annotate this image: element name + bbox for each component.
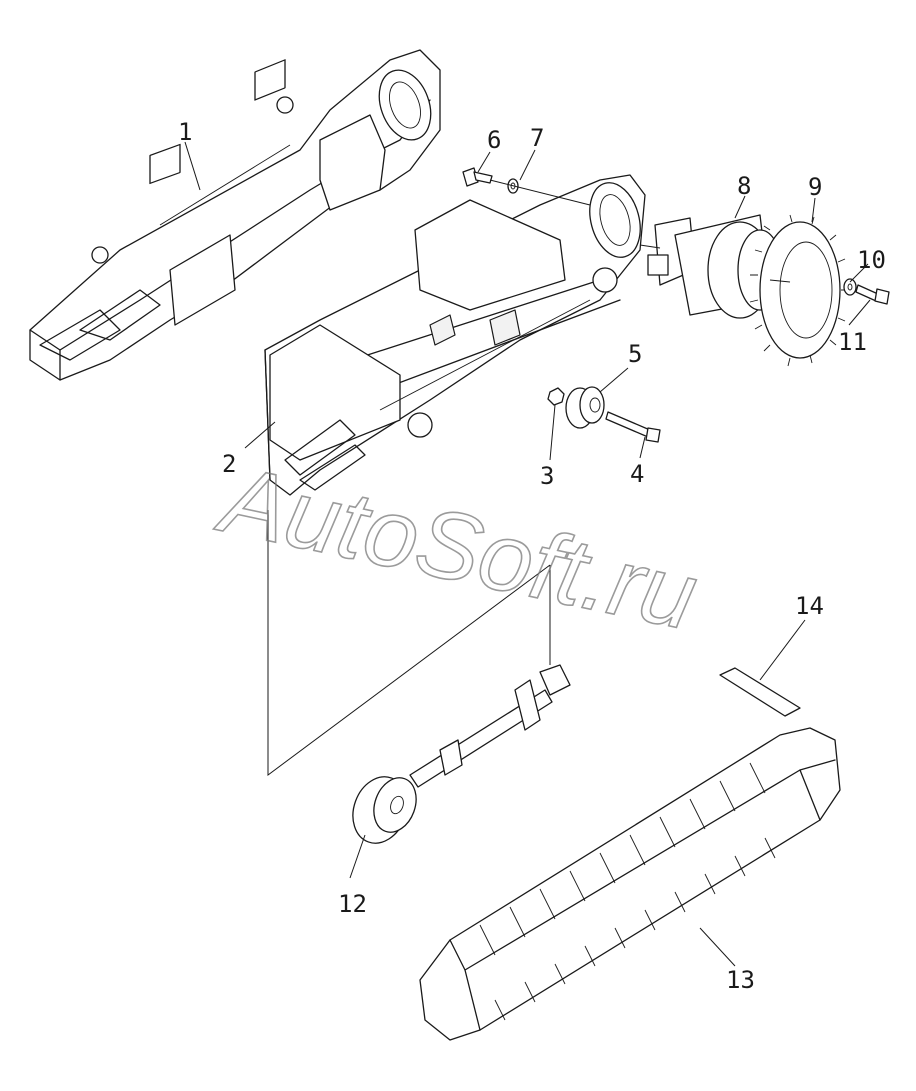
callout-13: 13 [726, 966, 755, 994]
callout-4: 4 [630, 460, 644, 488]
assembly-lines [267, 179, 791, 776]
callouts: 1 2 3 4 5 6 7 8 9 10 11 12 13 14 [178, 118, 886, 994]
callout-10: 10 [857, 246, 886, 274]
callout-7: 7 [530, 124, 544, 152]
bolt-small [462, 167, 493, 187]
callout-8: 8 [737, 172, 751, 200]
callout-12: 12 [338, 890, 367, 918]
washer-sprocket [843, 278, 857, 296]
callout-11: 11 [838, 328, 867, 356]
callout-1: 1 [178, 118, 192, 146]
callout-leaders [184, 141, 871, 967]
carrier-roller [565, 386, 605, 429]
long-bolt [605, 411, 661, 443]
track-frame-left [29, 49, 441, 381]
callout-3: 3 [540, 462, 554, 490]
callout-6: 6 [487, 126, 501, 154]
rubber-track [419, 727, 841, 1041]
idler-assembly [352, 664, 571, 844]
sprocket [749, 214, 849, 367]
bolt-sprocket [855, 284, 890, 305]
track-frame-right [264, 174, 646, 496]
nut [547, 387, 565, 406]
callout-5: 5 [628, 340, 642, 368]
callout-14: 14 [795, 592, 824, 620]
pad-plate [719, 667, 801, 717]
callout-9: 9 [808, 173, 822, 201]
callout-2: 2 [222, 450, 236, 478]
